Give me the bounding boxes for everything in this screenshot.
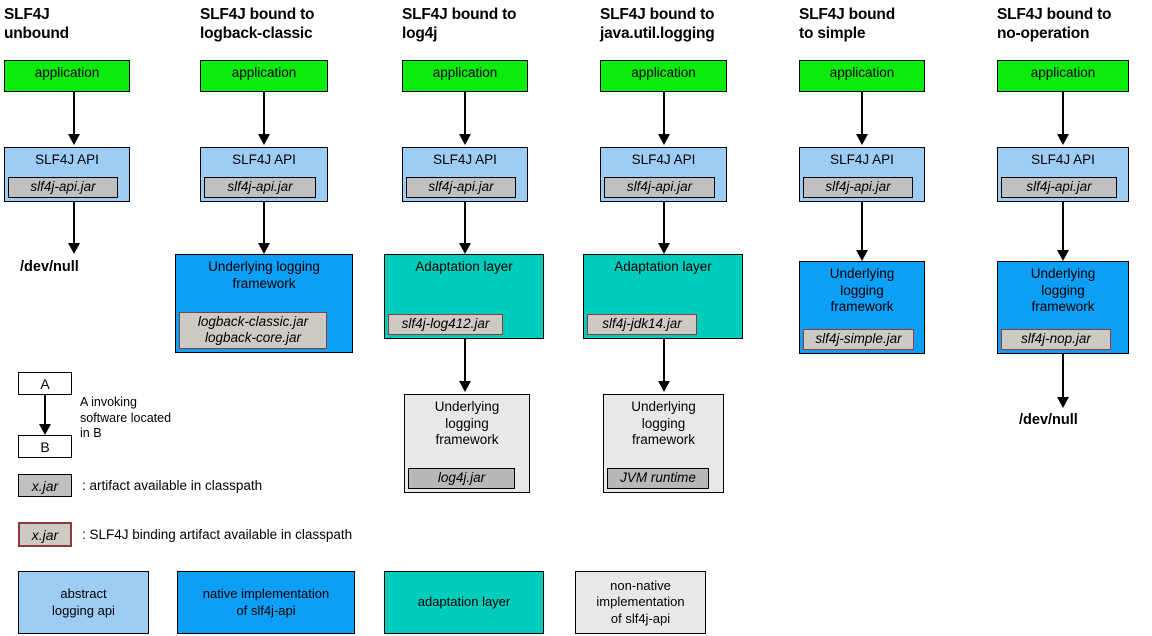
- legend-box-a: A: [18, 372, 72, 395]
- arrow-framework-to-devnull-nop: [1056, 354, 1070, 408]
- node-slf4j-api-nop[interactable]: SLF4J API slf4j-api.jar: [997, 147, 1129, 202]
- column-title-logback-classic: SLF4J bound to logback-classic: [200, 6, 315, 42]
- arrow-api-to-devnull-unbound: [67, 202, 81, 254]
- jar-chip: JVM runtime: [607, 468, 709, 489]
- legend-box-b-label: B: [40, 438, 50, 455]
- arrow-adaptation-to-framework-log4j: [458, 339, 472, 392]
- node-label: Underlying logging framework: [208, 259, 320, 291]
- jar-chip-binding: logback-classic.jar logback-core.jar: [179, 312, 327, 349]
- arrow-api-to-adaptation-log4j: [458, 202, 472, 254]
- legend-binding-artifact-description: : SLF4J binding artifact available in cl…: [82, 527, 353, 542]
- legend-artifact-sample: x.jar: [31, 477, 59, 494]
- arrow-adaptation-to-framework-jul: [657, 339, 671, 392]
- legend-artifact-description: : artifact available in classpath: [82, 478, 263, 493]
- node-adaptation-layer-jul[interactable]: Adaptation layer slf4j-jdk14.jar: [583, 254, 743, 339]
- legend-box-a-label: A: [40, 375, 50, 392]
- jar-chip-binding: slf4j-log412.jar: [388, 314, 503, 335]
- arrow-application-to-api-log4j: [458, 92, 472, 145]
- node-application-jul[interactable]: application: [600, 60, 727, 92]
- node-label: SLF4J API: [1031, 152, 1095, 167]
- arrow-application-to-api-unbound: [67, 92, 81, 145]
- node-label: Adaptation layer: [614, 259, 712, 274]
- node-label: SLF4J API: [830, 152, 894, 167]
- node-label: Underlying logging framework: [631, 399, 696, 447]
- legend-swatch-label: adaptation layer: [417, 594, 511, 610]
- node-underlying-framework-log4j[interactable]: Underlying logging framework log4j.jar: [404, 394, 530, 493]
- legend-swatch-abstract-logging-api: abstract logging api: [18, 571, 149, 634]
- node-underlying-framework-nop[interactable]: Underlying logging framework slf4j-nop.j…: [997, 261, 1129, 354]
- node-label: SLF4J API: [433, 152, 497, 167]
- legend-swatch-label: non-native implementation of slf4j-api: [596, 577, 685, 626]
- jar-chip: slf4j-api.jar: [204, 177, 316, 198]
- jar-chip: slf4j-api.jar: [604, 177, 715, 198]
- node-label: Adaptation layer: [415, 259, 513, 274]
- column-title-log4j: SLF4J bound to log4j: [402, 6, 517, 42]
- column-title-simple: SLF4J bound to simple: [799, 6, 895, 42]
- node-label: application: [432, 65, 498, 80]
- legend-swatch-native-implementation: native implementation of slf4j-api: [177, 571, 355, 634]
- node-application-nop[interactable]: application: [997, 60, 1129, 92]
- node-label: SLF4J API: [631, 152, 696, 167]
- jar-chip: slf4j-api.jar: [8, 177, 118, 198]
- jar-chip: slf4j-api.jar: [803, 177, 913, 198]
- column-title-no-operation: SLF4J bound to no-operation: [997, 6, 1112, 42]
- jar-chip-binding: slf4j-jdk14.jar: [587, 314, 697, 335]
- node-slf4j-api-logback[interactable]: SLF4J API slf4j-api.jar: [200, 147, 328, 202]
- jar-chip-binding: slf4j-nop.jar: [1001, 329, 1111, 350]
- node-label: Underlying logging framework: [1030, 266, 1096, 314]
- legend-invocation-description: A invoking software located in B: [80, 395, 172, 440]
- node-slf4j-api-log4j[interactable]: SLF4J API slf4j-api.jar: [402, 147, 528, 202]
- node-label: application: [631, 65, 696, 80]
- column-title-unbound: SLF4J unbound: [4, 6, 69, 42]
- node-label: Underlying logging framework: [829, 266, 895, 314]
- node-underlying-framework-jul[interactable]: Underlying logging framework JVM runtime: [603, 394, 724, 493]
- arrow-api-to-adaptation-jul: [657, 202, 671, 254]
- arrow-application-to-api-jul: [657, 92, 671, 145]
- legend-box-b: B: [18, 435, 72, 458]
- node-slf4j-api-unbound[interactable]: SLF4J API slf4j-api.jar: [4, 147, 130, 202]
- node-slf4j-api-simple[interactable]: SLF4J API slf4j-api.jar: [799, 147, 925, 202]
- legend-swatch-adaptation-layer: adaptation layer: [384, 571, 544, 634]
- node-slf4j-api-jul[interactable]: SLF4J API slf4j-api.jar: [600, 147, 727, 202]
- node-adaptation-layer-log4j[interactable]: Adaptation layer slf4j-log412.jar: [384, 254, 544, 339]
- legend-binding-artifact-chip: x.jar: [18, 522, 72, 547]
- jar-chip-binding: slf4j-simple.jar: [803, 329, 914, 350]
- node-label: application: [231, 65, 297, 80]
- arrow-api-to-framework-logback: [257, 202, 271, 254]
- arrow-application-to-api-logback: [257, 92, 271, 145]
- node-application-simple[interactable]: application: [799, 60, 925, 92]
- terminal-devnull-unbound: /dev/null: [20, 259, 79, 275]
- legend-swatch-label: abstract logging api: [52, 586, 115, 618]
- jar-chip: log4j.jar: [408, 468, 515, 489]
- arrow-api-to-framework-simple: [855, 202, 869, 261]
- node-label: Underlying logging framework: [434, 399, 500, 447]
- node-underlying-framework-simple[interactable]: Underlying logging framework slf4j-simpl…: [799, 261, 925, 354]
- arrow-application-to-api-simple: [855, 92, 869, 145]
- arrow-application-to-api-nop: [1056, 92, 1070, 145]
- arrow-api-to-framework-nop: [1056, 202, 1070, 261]
- legend-swatch-non-native-implementation: non-native implementation of slf4j-api: [575, 571, 706, 634]
- legend-arrow-a-to-b: [38, 395, 52, 435]
- legend-swatch-label: native implementation of slf4j-api: [202, 586, 330, 618]
- column-title-java-util-logging: SLF4J bound to java.util.logging: [600, 6, 715, 42]
- node-label: SLF4J API: [232, 152, 296, 167]
- node-label: application: [34, 65, 100, 80]
- legend-artifact-chip: x.jar: [18, 474, 72, 497]
- terminal-devnull-nop: /dev/null: [1019, 412, 1078, 428]
- node-label: SLF4J API: [35, 152, 99, 167]
- node-application-unbound[interactable]: application: [4, 60, 130, 92]
- node-label: application: [1030, 65, 1096, 80]
- jar-chip: slf4j-api.jar: [1001, 177, 1117, 198]
- node-application-log4j[interactable]: application: [402, 60, 528, 92]
- node-label: application: [829, 65, 895, 80]
- jar-chip: slf4j-api.jar: [406, 177, 516, 198]
- node-underlying-framework-logback[interactable]: Underlying logging framework logback-cla…: [175, 254, 353, 353]
- legend-binding-artifact-sample: x.jar: [31, 526, 59, 543]
- node-application-logback[interactable]: application: [200, 60, 328, 92]
